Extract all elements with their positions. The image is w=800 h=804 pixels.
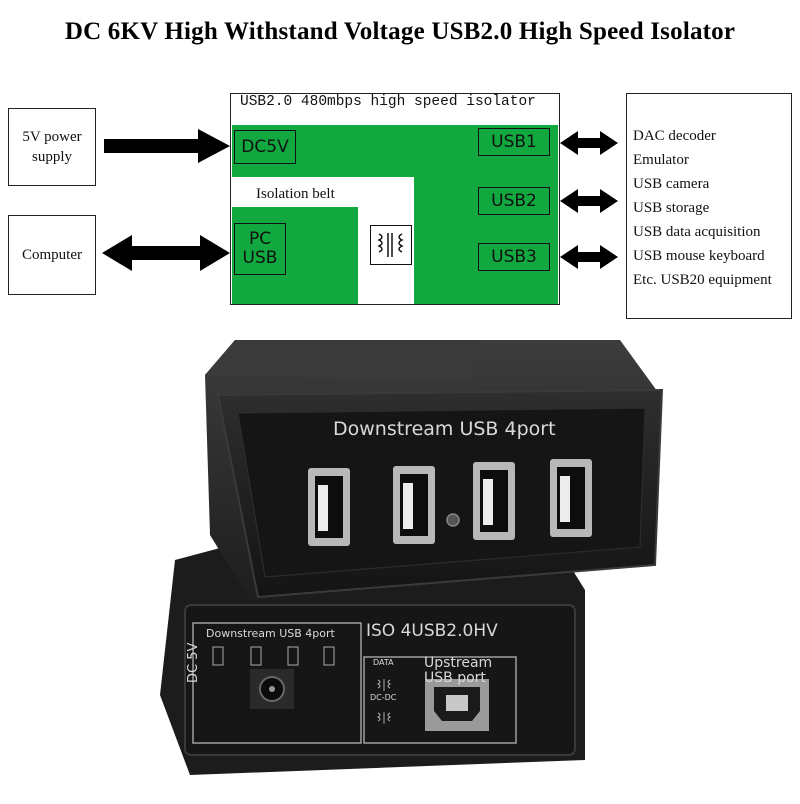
device-item: Etc. USB20 equipment — [633, 272, 772, 288]
product-photo: Downstream USB 4port Downstream USB 4por… — [0, 335, 800, 800]
device-item: Emulator — [633, 152, 689, 168]
model-label: ISO 4USB2.0HV — [366, 621, 498, 641]
data-label: DATA — [373, 658, 394, 667]
usb1-arrow-icon — [560, 131, 618, 155]
usb2-port: USB2 — [478, 187, 550, 215]
device-item: USB mouse keyboard — [633, 248, 765, 264]
isolator-title: USB2.0 480mbps high speed isolator — [240, 94, 536, 110]
transformer-icon — [370, 225, 412, 265]
device-item: USB camera — [633, 176, 710, 192]
usb-a-port-icon — [308, 468, 350, 546]
diagram-arrows — [102, 129, 618, 271]
usb-a-port-icon — [550, 459, 592, 537]
power-supply-box: 5V power supply — [8, 108, 96, 186]
device-item: DAC decoder — [633, 128, 716, 144]
usb3-port: USB3 — [478, 243, 550, 271]
top-downstream-label: Downstream USB 4port — [206, 627, 335, 640]
usb-a-port-icon — [393, 466, 435, 544]
upstream-label-1: Upstream — [424, 655, 493, 671]
computer-box: Computer — [8, 215, 96, 295]
computer-label: Computer — [22, 246, 82, 263]
device-item: USB storage — [633, 200, 710, 216]
downstream-board-right — [414, 177, 558, 304]
computer-arrow-icon — [102, 235, 230, 271]
isolator-device-illustration — [160, 340, 664, 775]
front-label: Downstream USB 4port — [333, 418, 556, 440]
usb-a-port-icon — [473, 462, 515, 540]
power-supply-label: 5V power supply — [22, 128, 82, 165]
pc-usb-port: PC USB — [234, 223, 286, 275]
device-item: USB data acquisition — [633, 224, 761, 240]
isolation-belt-label: Isolation belt — [256, 186, 335, 202]
usb2-arrow-icon — [560, 189, 618, 213]
dc5v-label: DC 5V — [186, 642, 201, 683]
power-arrow-icon — [104, 129, 230, 163]
page-title: DC 6KV High Withstand Voltage USB2.0 Hig… — [64, 18, 736, 45]
devices-box: DAC decoder Emulator USB camera USB stor… — [626, 93, 792, 319]
usb3-arrow-icon — [560, 245, 618, 269]
dcdc-label: DC-DC — [370, 693, 397, 702]
dc5v-port: DC5V — [234, 130, 296, 164]
upstream-board-top — [232, 125, 558, 177]
pc-usb-label-2: USB — [242, 248, 278, 268]
block-diagram: 5V power supply Computer USB2.0 480mbps … — [0, 85, 800, 325]
upstream-label-2: USB port — [424, 670, 486, 686]
pc-usb-label-1: PC — [248, 229, 272, 250]
usb1-port: USB1 — [478, 128, 550, 156]
